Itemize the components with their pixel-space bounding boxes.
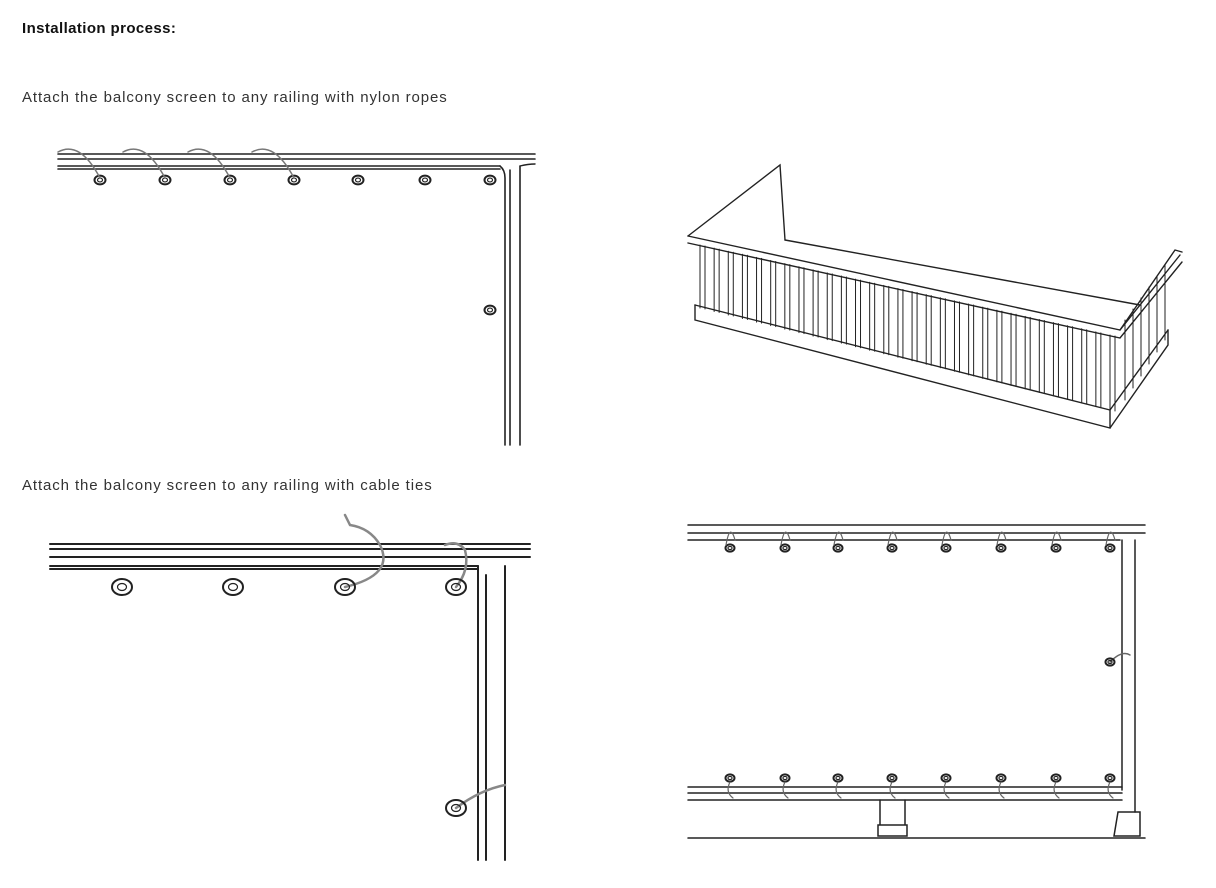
grommet-icon [940,543,952,553]
grommet-icon [445,578,467,596]
grommet-icon [832,773,844,783]
railing-bar [826,272,833,342]
railing-bar [727,250,734,317]
railing-bar [1052,322,1059,398]
railing-bar [1038,318,1045,394]
grommet-icon [222,578,244,596]
grommet-icon [724,773,736,783]
grommet-icon [1104,543,1116,553]
grommet-icon [1104,657,1116,667]
grommet-icon [418,174,432,186]
railing-bar [911,291,918,363]
railing-bar [968,303,975,377]
cable-tie-illustration [49,513,531,861]
grommet-icon [1104,773,1116,783]
railing-bar [883,284,890,356]
railing-bar [897,287,904,359]
grommet-icon [1050,773,1062,783]
grommet-icon [779,773,791,783]
nylon-rope [122,148,166,179]
grommet-icon [940,773,952,783]
railing-bar [798,266,805,335]
railing-bar [784,263,791,331]
nylon-rope [187,148,231,179]
grommet-icon [779,543,791,553]
railing-bar [939,297,946,370]
railing-bar [770,260,777,328]
grommet-icon [995,773,1007,783]
grommet-icon [334,578,356,596]
railing-bar [925,294,932,366]
nylon-rope [57,148,101,179]
railing-bar [713,247,720,314]
grommet-icon [995,543,1007,553]
railing-bar [1067,325,1074,401]
railing-bar [741,253,748,321]
grommet-icon [886,543,898,553]
grommet-icon [351,174,365,186]
grommet-icon [111,578,133,596]
caption-nylon-ropes: Attach the balcony screen to any railing… [22,89,448,106]
railing-bar [1024,315,1031,391]
grommet-icon [832,543,844,553]
grommet-icon [483,304,497,316]
railing-bar [1095,331,1102,408]
installed-screen-illustration [687,524,1146,839]
railing-bar [699,244,706,310]
nylon-rope [251,148,295,179]
grommet-icon [1050,543,1062,553]
grommet-icon [445,799,467,817]
grommet-icon [886,773,898,783]
grommet-icon [483,174,497,186]
balcony-railing-illustration [687,163,1183,429]
railing-bar [869,281,876,352]
railing-bar [1010,312,1017,387]
railing-bar [812,269,819,338]
railing-bar [982,306,989,380]
railing-bar [953,300,960,373]
page-title: Installation process: [22,20,177,37]
railing-bar [1109,334,1116,412]
railing-bar [756,256,763,324]
railing-bar [996,309,1003,384]
railing-bar [855,278,862,349]
railing-bar [1081,328,1088,405]
railing-bar [840,275,847,345]
caption-cable-ties: Attach the balcony screen to any railing… [22,477,433,494]
nylon-rope-illustration [57,148,536,446]
grommet-icon [724,543,736,553]
